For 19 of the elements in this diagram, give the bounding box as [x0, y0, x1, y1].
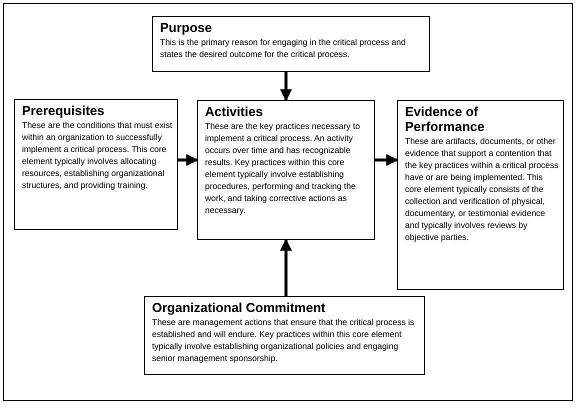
box-description: These are the key practices necessary to implement a critical process. An activity occurs over time and has recognizable results. Key practices within this core element typically involve establishing procedures, performing and tracking the work, and taking corrective actions as necessary.	[205, 120, 361, 216]
arrow	[178, 154, 198, 166]
arrow	[280, 72, 292, 102]
concept-box	[397, 100, 564, 290]
box-description: These are artifacts, documents, or other evidence that support a contention that the key practices within a critical process have or are being implemented. This core element typically consists of the collection and verification of physical, documentary, or testimonial evidence and typically involves reviews by objective parties.	[405, 135, 559, 243]
concept-box	[197, 100, 375, 240]
box-description: These are management actions that ensure that the critical process is established and will endure. Key practices within this core element typically involve establishing organizational policies and engaging senior management sponsorship.	[152, 316, 416, 364]
box-description: These are the conditions that must exist within an organization to successfully implement a critical process. This core element typically involves allocating resources, establishing organizational structures, and providing training.	[22, 119, 173, 191]
box-heading: Prerequisites	[22, 103, 106, 118]
box-heading: Organizational Commitment	[152, 300, 326, 315]
concept-box	[144, 296, 425, 375]
box-description: This is the primary reason for engaging in the critical process and states the desired outcome for the critical process.	[160, 36, 407, 60]
box-heading: Purpose	[160, 20, 214, 35]
concept-box	[14, 99, 178, 230]
arrow	[375, 154, 398, 166]
box-heading: Evidence of Performance	[405, 104, 486, 134]
box-heading: Activities	[205, 104, 264, 119]
concept-box	[152, 16, 430, 72]
arrow	[280, 238, 292, 296]
